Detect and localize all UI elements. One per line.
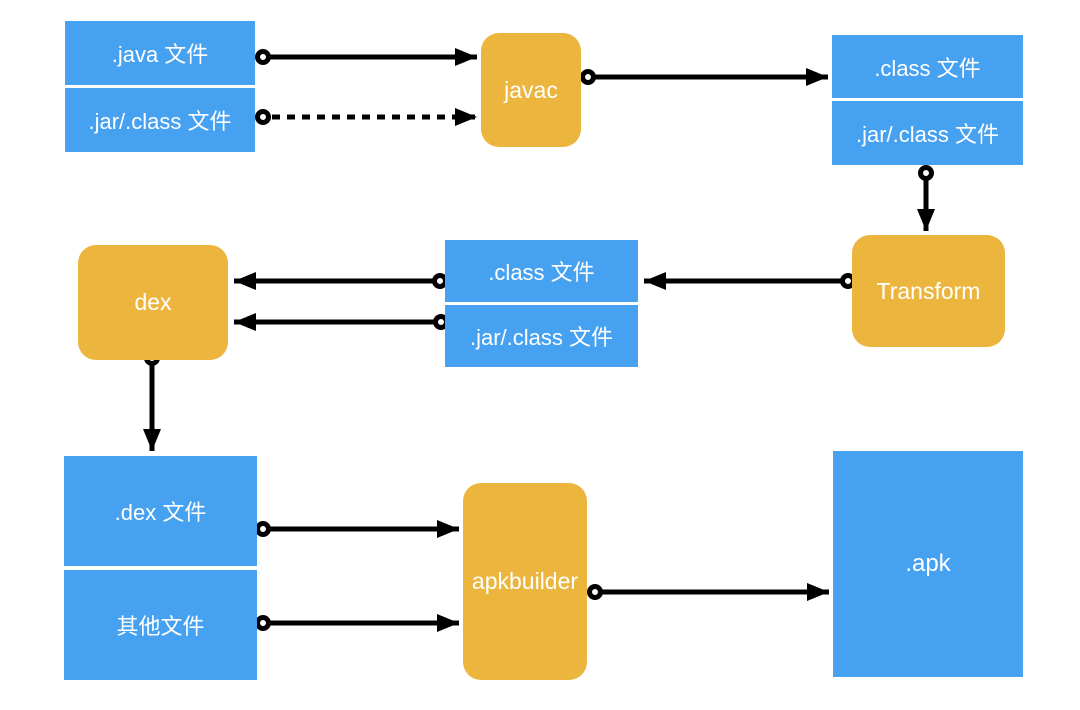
arrow-transform-to-class-files-mid: [644, 272, 856, 290]
node-dex-files-label: .dex 文件: [114, 500, 207, 525]
node-dex: dex: [78, 245, 228, 360]
node-apkbuilder: apkbuilder: [463, 483, 587, 680]
node-apk: .apk: [833, 451, 1023, 677]
node-dex-files: .dex 文件: [64, 456, 257, 566]
node-java-files: .java 文件: [65, 21, 255, 85]
node-javac-label: javac: [504, 76, 558, 103]
node-other-files: 其他文件: [64, 570, 257, 680]
node-class-files-top-right-label: .class 文件: [874, 55, 981, 81]
node-dex-label: dex: [134, 289, 172, 315]
arrow-dex-to-dex-files: [143, 350, 161, 451]
arrow-java-files-to-javac: [255, 48, 477, 66]
node-transform-label: Transform: [876, 277, 981, 304]
node-jar-class-files-mid: .jar/.class 文件: [445, 305, 638, 367]
node-javac: javac: [481, 33, 581, 147]
node-apk-label: .apk: [905, 550, 951, 577]
arrow-dex-files-to-apkbuilder: [255, 520, 459, 538]
arrow-jar-class-files-top-right-to-transform: [917, 165, 935, 231]
node-transform: Transform: [852, 235, 1005, 347]
node-jar-class-files-mid-label: .jar/.class 文件: [469, 325, 614, 350]
arrow-class-files-mid-to-dex: [234, 272, 448, 290]
node-class-files-mid: .class 文件: [445, 240, 638, 302]
arrow-other-files-to-apkbuilder: [255, 614, 459, 632]
node-jar-class-files-top-right-label: .jar/.class 文件: [855, 122, 1000, 147]
arrow-javac-to-class-files-top-right: [580, 68, 828, 86]
node-jar-class-files-top-label: .jar/.class 文件: [88, 109, 232, 134]
arrow-jar-class-files-top-to-javac: [255, 108, 477, 126]
arrow-jar-class-files-mid-to-dex: [234, 313, 449, 331]
node-class-files-top-right: .class 文件: [832, 35, 1023, 98]
node-jar-class-files-top: .jar/.class 文件: [65, 88, 255, 152]
node-apkbuilder-label: apkbuilder: [471, 568, 579, 594]
node-java-files-label: .java 文件: [111, 42, 209, 67]
node-jar-class-files-top-right: .jar/.class 文件: [832, 101, 1023, 165]
node-other-files-label: 其他文件: [116, 614, 205, 639]
node-class-files-mid-label: .class 文件: [488, 260, 595, 285]
arrow-apkbuilder-to-apk: [587, 583, 829, 601]
